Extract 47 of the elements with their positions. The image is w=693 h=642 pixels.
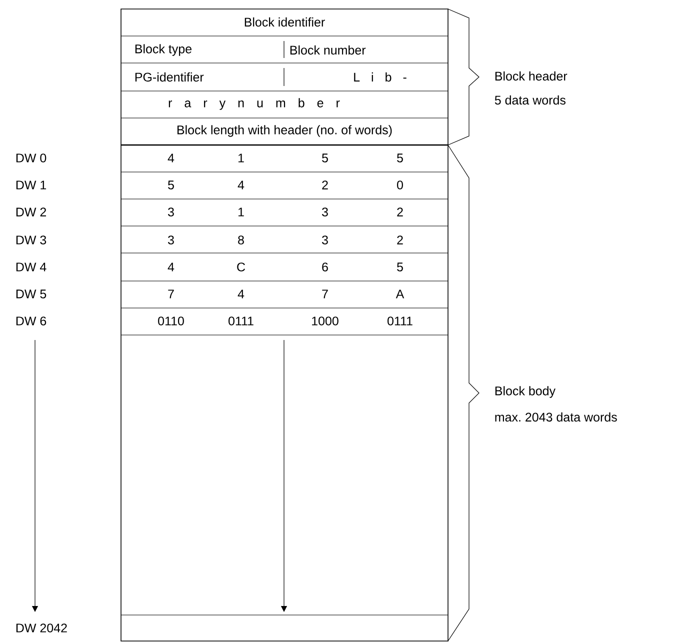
data-value: 6 (322, 262, 328, 272)
header-field-text: r a r y n u m b e r (168, 98, 340, 110)
bracket-label: Block body (495, 386, 556, 398)
row-label: DW 2 (16, 208, 46, 216)
data-value: 0 (397, 180, 403, 190)
data-value: 3 (168, 236, 174, 244)
data-value: 2 (322, 180, 328, 190)
row-label: DW 2042 (16, 624, 67, 632)
bracket-label: 5 data words (494, 95, 566, 105)
data-value: 0111 (388, 316, 412, 326)
data-value: 7 (168, 290, 174, 298)
data-value: 4 (168, 154, 174, 162)
data-value: 4 (168, 262, 174, 272)
data-value: 2 (397, 236, 403, 244)
data-value: 0111 (228, 316, 254, 326)
data-value: 1 (238, 208, 244, 216)
data-value: 5 (397, 154, 403, 162)
data-value: 4 (238, 180, 244, 190)
header-field-text: PG-identifier (135, 72, 204, 82)
data-value: 7 (322, 290, 328, 298)
data-value: C (237, 262, 246, 272)
data-value: 3 (322, 236, 328, 244)
header-field-text: Block identifier (244, 17, 325, 27)
bracket-label: Block header (495, 71, 568, 81)
row-label: DW 5 (16, 290, 46, 298)
data-value: 5 (168, 180, 174, 190)
row-label: DW 6 (16, 316, 46, 326)
header-field-text: Block type (135, 44, 192, 56)
header-field-text: L i b - (354, 72, 406, 82)
data-value: 2 (397, 208, 403, 216)
row-label: DW 1 (16, 180, 46, 190)
data-value: 5 (322, 154, 328, 162)
row-label: DW 4 (16, 262, 46, 272)
data-value: A (396, 290, 404, 298)
data-value: 1000 (312, 316, 338, 326)
data-value: 3 (322, 208, 328, 216)
row-label: DW 3 (16, 236, 46, 244)
header-field-text: Block length with header (no. of words) (177, 125, 392, 137)
header-field-text: Block number (290, 45, 366, 55)
row-label: DW 0 (16, 154, 46, 162)
data-value: 3 (168, 208, 174, 216)
data-value: 4 (238, 290, 244, 298)
data-value: 1 (238, 154, 244, 162)
data-value: 8 (238, 236, 244, 244)
bracket-label: max. 2043 data words (495, 412, 617, 422)
data-value: 0110 (158, 316, 184, 326)
data-value: 5 (397, 262, 403, 272)
